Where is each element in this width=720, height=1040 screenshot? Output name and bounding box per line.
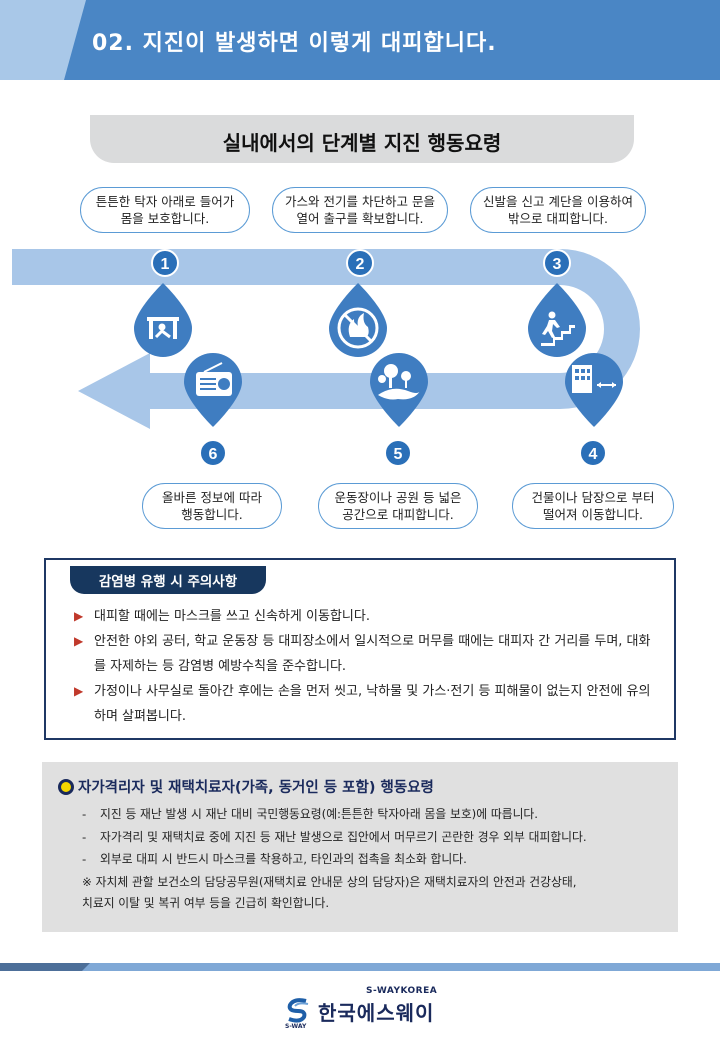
page-header: 02. 지진이 발생하면 이렇게 대피합니다. (0, 0, 720, 80)
gas-off-icon (337, 307, 379, 349)
u-turn-arrow (12, 249, 640, 429)
step-6-text: 올바른 정보에 따라 행동합니다. (162, 490, 262, 522)
bullet-arrow-icon: ▶ (74, 684, 84, 698)
step-6-bubble: 올바른 정보에 따라 행동합니다. (142, 483, 282, 529)
step-number-1: 1 (151, 249, 179, 277)
step-4-text: 건물이나 담장으로 부터 떨어져 이동합니다. (531, 490, 655, 522)
quarantine-title: 자가격리자 및 재택치료자(가족, 동거인 등 포함) 행동요령 (78, 780, 434, 796)
quarantine-item: -지진 등 재난 발생 시 재난 대비 국민행동요령(예:튼튼한 탁자아래 몸을… (82, 807, 539, 821)
step-2-text: 가스와 전기를 차단하고 문을 열어 출구를 확보합니다. (285, 194, 435, 226)
quarantine-item: -자가격리 및 재택치료 중에 지진 등 재난 발생으로 집안에서 머무르기 곤… (82, 829, 587, 844)
step-number-2: 2 (346, 249, 374, 277)
notice-item: ▶ 대피할 때에는 마스크를 쓰고 신속하게 이동합니다. (74, 604, 654, 629)
footer-divider (0, 963, 720, 971)
step-number-6: 6 (199, 439, 227, 467)
subtitle-pill (90, 115, 634, 163)
building-away-icon (572, 365, 616, 393)
brand-logo-icon (287, 998, 309, 1023)
brand-mark-text: S-WAY (285, 1023, 307, 1030)
quarantine-note-line1: ※ 자치체 관할 보건소의 담당공무원(재택치료 안내문 상의 담당자)은 재택… (82, 875, 577, 889)
svg-text:2: 2 (356, 256, 365, 273)
step-1-text: 튼튼한 탁자 아래로 들어가 몸을 보호합니다. (95, 194, 235, 226)
radio-icon (196, 362, 232, 396)
step-4-bubble: 건물이나 담장으로 부터 떨어져 이동합니다. (512, 483, 674, 529)
bullet-arrow-icon: ▶ (74, 634, 84, 648)
yellow-dot-icon (58, 779, 74, 795)
infection-notice-box (44, 558, 676, 740)
notice-item: ▶ 안전한 야외 공터, 학교 운동장 등 대피장소에서 일시적으로 머무를 때… (74, 629, 654, 679)
page-title: 02. 지진이 발생하면 이렇게 대피합니다. (92, 31, 497, 56)
step-5-text: 운동장이나 공원 등 넓은 공간으로 대피합니다. (334, 490, 462, 522)
svg-text:6: 6 (209, 446, 218, 463)
svg-text:5: 5 (394, 446, 403, 463)
step-1-bubble: 튼튼한 탁자 아래로 들어가 몸을 보호합니다. (80, 187, 250, 233)
quarantine-note-line2: 치료지 이탈 및 복귀 여부 등을 긴급히 확인합니다. (82, 896, 330, 910)
step-number-4: 4 (579, 439, 607, 467)
svg-text:4: 4 (589, 446, 598, 463)
evacuation-flow-diagram: 1 2 3 6 5 4 튼튼한 탁자 아래로 들어가 몸을 보호합니다. 가스와… (0, 165, 720, 535)
svg-text:3: 3 (553, 256, 562, 273)
flow-arrow-graphic: 1 2 3 6 5 4 (12, 249, 640, 467)
subtitle: 실내에서의 단계별 지진 행동요령 (222, 131, 502, 155)
brand-name-en: S-WAYKOREA (366, 986, 438, 996)
notice-item: ▶ 가정이나 사무실로 돌아간 후에는 손을 먼저 씻고, 낙하물 및 가스·전… (74, 679, 654, 729)
notice-title: 감염병 유행 시 주의사항 (70, 566, 266, 594)
header-banner (0, 0, 720, 80)
step-number-5: 5 (384, 439, 412, 467)
step-2-bubble: 가스와 전기를 차단하고 문을 열어 출구를 확보합니다. (272, 187, 448, 233)
stairs-exit-icon (541, 311, 575, 346)
bullet-arrow-icon: ▶ (74, 609, 84, 623)
park-icon (378, 364, 420, 400)
quarantine-box (42, 762, 678, 932)
step-3-bubble: 신발을 신고 계단을 이용하여 밖으로 대피합니다. (470, 187, 646, 233)
quarantine-list: -지진 등 재난 발생 시 재난 대비 국민행동요령(예:튼튼한 탁자아래 몸을… (82, 803, 672, 871)
step-5-bubble: 운동장이나 공원 등 넓은 공간으로 대피합니다. (318, 483, 478, 529)
step-3-text: 신발을 신고 계단을 이용하여 밖으로 대피합니다. (483, 194, 633, 226)
svg-text:1: 1 (161, 256, 170, 273)
notice-list: ▶ 대피할 때에는 마스크를 쓰고 신속하게 이동합니다. ▶ 안전한 야외 공… (74, 604, 654, 729)
step-number-3: 3 (543, 249, 571, 277)
brand-name-ko: 한국에스웨이 (318, 1001, 435, 1025)
quarantine-item: -외부로 대피 시 반드시 마스크를 착용하고, 타인과의 접촉을 최소화 합니… (82, 852, 467, 866)
drop-step-3 (528, 283, 586, 357)
table-shelter-icon (147, 317, 179, 339)
